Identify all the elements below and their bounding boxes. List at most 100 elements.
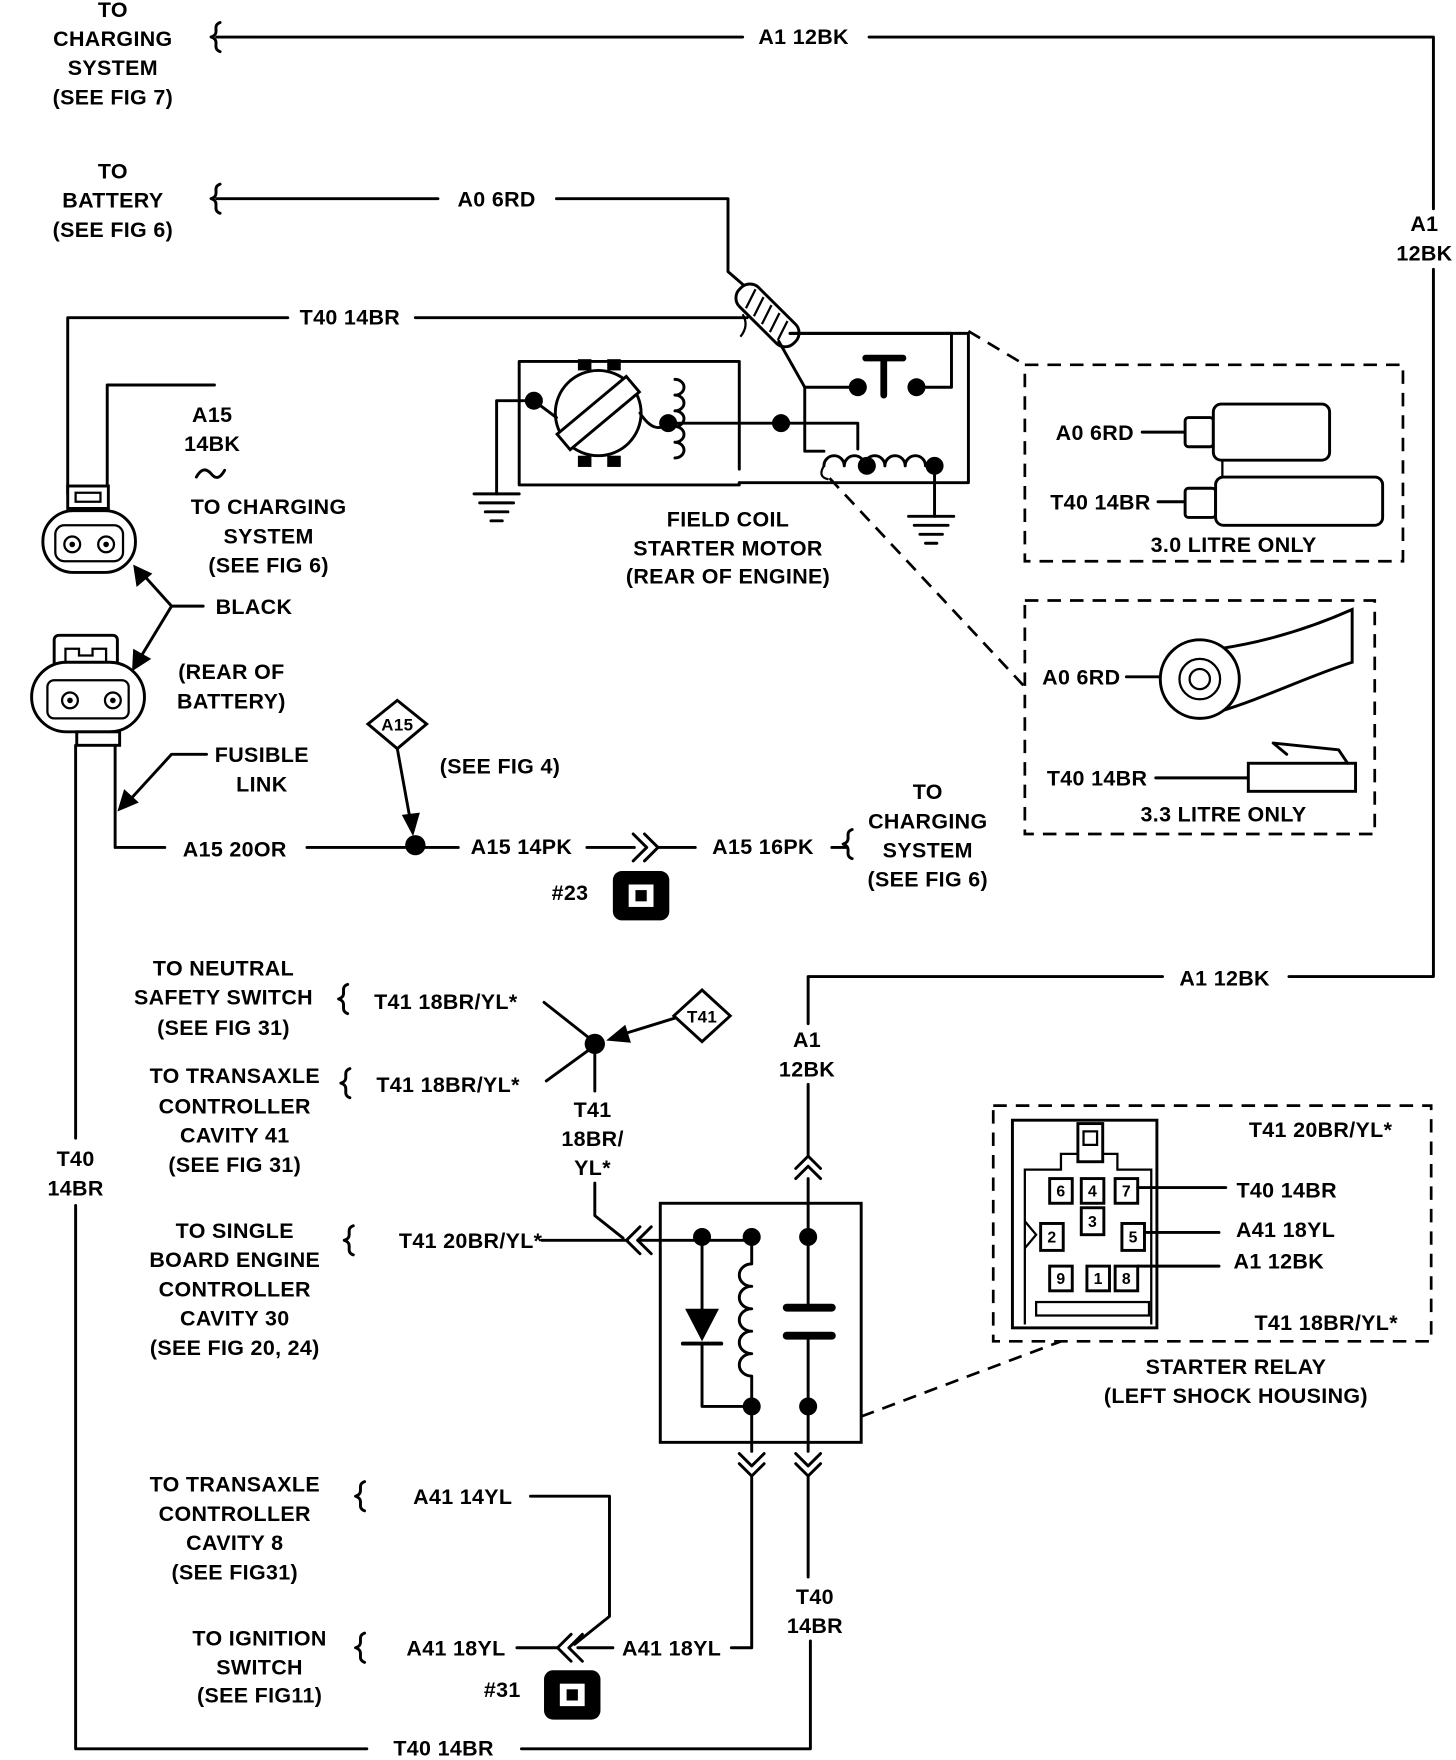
wire-label-a15: 14BK (184, 432, 240, 456)
relay-inset-label-t40: T40 14BR (1236, 1179, 1336, 1203)
solenoid-link (803, 385, 826, 453)
inset30-label-t40: T40 14BR (1050, 491, 1150, 515)
arrowhead-icon (133, 564, 153, 588)
relay-pin-number: 2 (1047, 1230, 1056, 1247)
relay-pin-1 (1085, 1264, 1111, 1293)
label-ignition-switch: (SEE FIG11) (197, 1684, 322, 1708)
inset-leader (828, 477, 1026, 688)
label-battery: BATTERY (62, 189, 163, 213)
label-charging-fig7: SYSTEM (68, 56, 158, 80)
connector-23-icon (612, 871, 670, 921)
label-black: BLACK (216, 595, 293, 619)
terminal-stud-icon (1214, 475, 1385, 527)
label-charging-fig6-b: (SEE FIG 6) (868, 868, 988, 892)
terminal-mark (739, 313, 747, 338)
wire-label-a0: A0 6RD (457, 188, 535, 212)
wire-t40-segment (74, 1204, 369, 1751)
relay-pin-4 (1079, 1177, 1106, 1205)
relay-tab (1076, 1122, 1105, 1164)
label-fusible-link: FUSIBLE (215, 743, 309, 767)
label-charging-fig6-b: TO (913, 780, 943, 804)
label-charging-fig6: (SEE FIG 6) (208, 554, 328, 578)
brush-icon (607, 455, 621, 467)
relay-pin-8 (1113, 1264, 1140, 1293)
battery-connector-rear (30, 633, 146, 747)
connector-pin (103, 691, 122, 710)
inset-3-3-litre (828, 477, 1377, 836)
inset33-label-t40: T40 14BR (1047, 767, 1147, 791)
wire-a0-6rd (209, 182, 756, 296)
wire-label-t41-vertical: T41 (574, 1098, 612, 1122)
arrowhead-icon (117, 789, 139, 812)
inset-leader (860, 1340, 1062, 1418)
wire-a1-segment (867, 35, 1435, 211)
relay-pin-6 (1048, 1177, 1074, 1205)
squiggle-connector-icon (337, 982, 350, 1016)
relay-pin-number: 4 (1088, 1184, 1097, 1201)
splice-diamond-icon (671, 988, 733, 1044)
wire-label-a15-16pk: A15 16PK (712, 835, 814, 859)
label-neutral-switch: SAFETY SWITCH (134, 986, 313, 1010)
inset33-caption: 3.3 LITRE ONLY (1141, 803, 1307, 827)
ring-terminal-hole (1188, 667, 1212, 691)
relay-notch (1023, 1220, 1038, 1249)
wire-label-t41-20: T41 20BR/YL* (399, 1229, 543, 1253)
splice-pointer (622, 1016, 677, 1036)
splice-pointer (395, 747, 412, 819)
wire-label-t41: T41 18BR/YL* (376, 1073, 520, 1097)
connector-body (41, 509, 137, 574)
terminal-hatch (744, 288, 789, 341)
wire-t41-circuit (337, 982, 754, 1257)
wire-a1-segment (806, 975, 1165, 1026)
label-transaxle-41: TO TRANSAXLE (150, 1064, 320, 1088)
label-starter-motor: (REAR OF ENGINE) (626, 565, 830, 589)
wire-label-t41: T41 18BR/YL* (374, 990, 518, 1014)
wire-t40-circuit (74, 743, 823, 1751)
label-see-fig4: (SEE FIG 4) (440, 754, 560, 778)
relay-terminal-dot (693, 1227, 712, 1246)
wire-label-t41-vertical: 18BR/ (561, 1127, 623, 1151)
field-coil-icon (673, 377, 686, 460)
label-starter-relay: STARTER RELAY (1146, 1355, 1327, 1379)
label-rear-of-battery: (REAR OF (178, 660, 284, 684)
relay-base (1035, 1300, 1151, 1317)
black-connector-pointer (132, 564, 205, 672)
brush-icon (607, 359, 621, 371)
relay-pin-9 (1048, 1264, 1074, 1293)
arrowhead-icon (606, 1024, 631, 1043)
inset-leader (967, 329, 1026, 366)
squiggle-connector-icon (339, 1067, 352, 1100)
inline-connector-icon (737, 1452, 766, 1478)
wire-label-a15: A15 (192, 403, 232, 427)
label-charging-fig6: TO CHARGING (191, 495, 347, 519)
relay-pin-number: 1 (1094, 1271, 1103, 1288)
relay-inset (860, 1104, 1433, 1418)
label-engine-controller: CONTROLLER (159, 1277, 311, 1301)
wire-label-t40: 14BR (48, 1176, 104, 1200)
terminal-stud-icon (1211, 402, 1332, 462)
terminal-dot (772, 414, 791, 433)
starter-housing-left (517, 359, 741, 487)
ring-terminal-icon (1158, 638, 1241, 720)
relay-coil-icon (737, 1235, 754, 1408)
squiggle-connector-icon (354, 1631, 367, 1664)
solenoid-coil-tail (820, 465, 829, 481)
relay-pin-2 (1039, 1222, 1065, 1252)
pointer-line (137, 572, 205, 662)
relay-pin-number: 6 (1056, 1184, 1065, 1201)
wire-a1-segment (1287, 267, 1435, 978)
inset-frame (1023, 363, 1405, 563)
inline-connector-icon (794, 1154, 823, 1181)
label-starter-motor: STARTER MOTOR (633, 537, 822, 561)
label-charging-fig7: TO (98, 0, 128, 22)
connector-23-pin (635, 890, 647, 902)
wire-label-a15-20or: A15 20OR (183, 837, 287, 861)
wire-label-a1: A1 12BK (758, 25, 849, 49)
connector-31-icon (544, 1670, 601, 1720)
brush-icon (577, 359, 592, 371)
label-engine-controller: (SEE FIG 20, 24) (150, 1336, 320, 1360)
wire-label-t40: 14BR (787, 1614, 843, 1638)
solenoid-coil-icon (822, 454, 937, 468)
label-transaxle-8: CONTROLLER (159, 1502, 311, 1526)
